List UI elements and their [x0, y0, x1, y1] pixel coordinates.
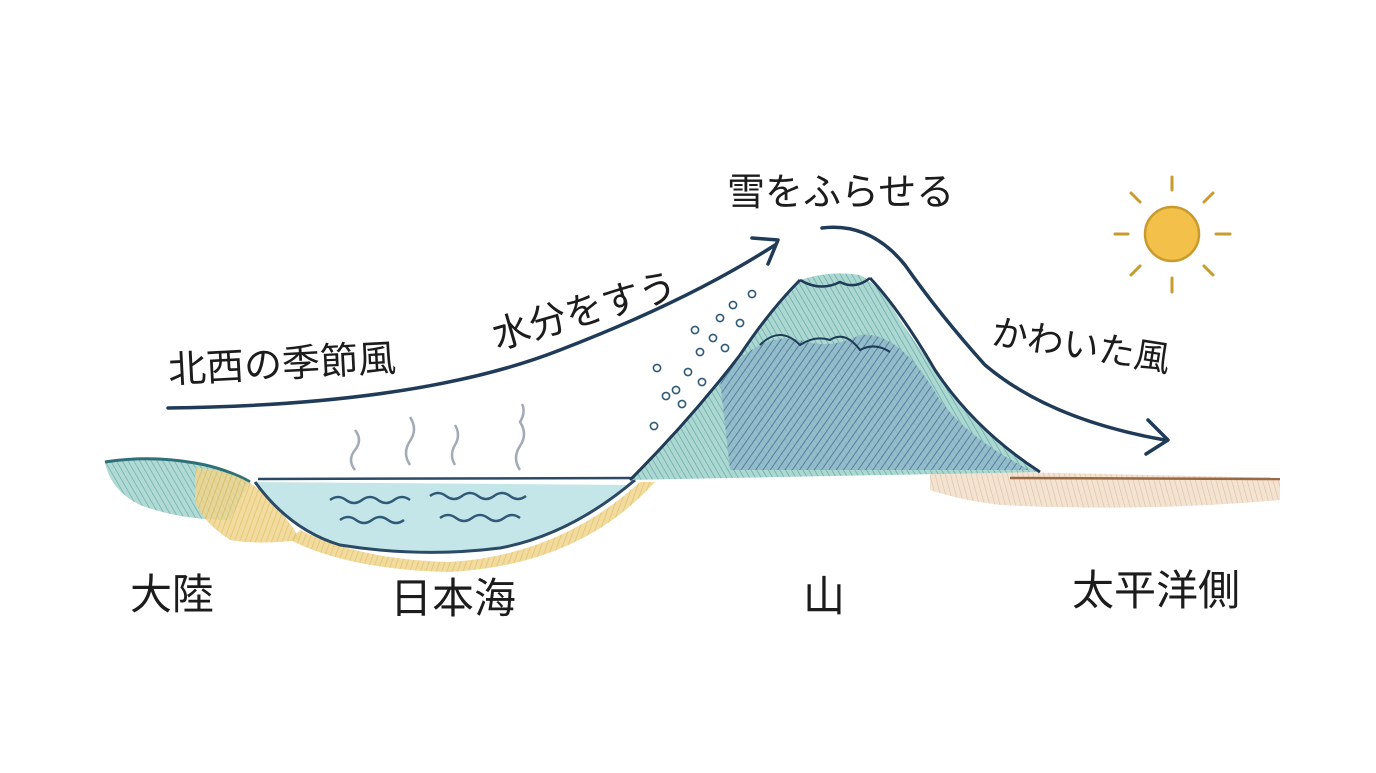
snow-dot-icon [677, 399, 687, 409]
snow-dot-icon [661, 391, 671, 401]
sea-basin [253, 476, 655, 572]
snow-dots [649, 289, 757, 431]
pacific-ground [930, 470, 1281, 508]
mountain [628, 273, 1041, 482]
snow-dot-icon [695, 347, 705, 357]
label-mountain: 山 [803, 572, 846, 621]
label-pacific-side: 太平洋側 [1072, 566, 1241, 615]
snow-dot-icon [671, 385, 681, 395]
label-make-snow: 雪をふらせる [727, 170, 955, 214]
snow-dot-icon [708, 333, 718, 343]
label-northwest-wind: 北西の季節風 [167, 336, 398, 392]
label-continent: 大陸 [130, 570, 215, 619]
snow-dot-icon [683, 367, 693, 377]
wind-arrow-descending [820, 225, 1170, 456]
snow-dot-icon [735, 318, 745, 328]
sea-waves [329, 491, 527, 525]
wind-arrow-rising [166, 236, 780, 410]
label-sea-of-japan: 日本海 [390, 574, 517, 623]
snow-dot-icon [747, 289, 757, 299]
sun-icon [1113, 175, 1232, 294]
snow-dot-icon [649, 421, 659, 431]
snow-dot-icon [697, 377, 707, 387]
snow-dot-icon [728, 300, 738, 310]
snow-dot-icon [720, 343, 730, 353]
snow-dot-icon [715, 313, 725, 323]
snow-dot-icon [652, 363, 662, 373]
arrow-icon [1144, 418, 1170, 456]
snow-dot-icon [690, 325, 700, 335]
steam-icon [349, 403, 526, 471]
continent-land [104, 457, 300, 543]
arrow-icon [750, 236, 780, 266]
